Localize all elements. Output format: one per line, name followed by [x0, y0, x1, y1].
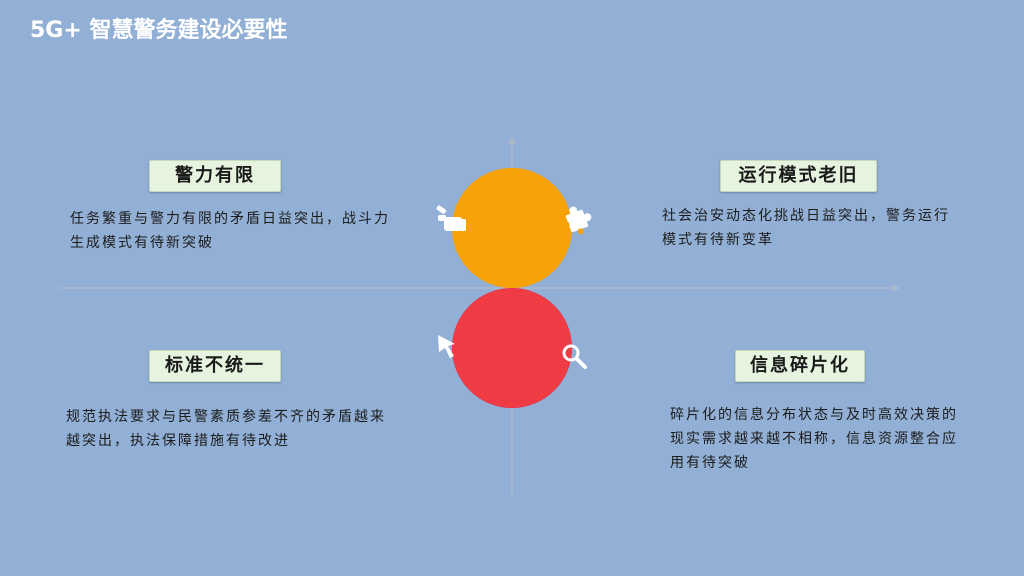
cursor-arrow-icon [438, 335, 455, 358]
desc-inconsistent-standards: 规范执法要求与民警素质参差不齐的矛盾越来越突出，执法保障措施有待改进 [66, 409, 386, 449]
desc-info-fragmentation: 碎片化的信息分布状态与及时高效决策的现实需求越来越不相称，信息资源整合应用有待突… [670, 407, 958, 471]
horizontal-axis-arrow [892, 284, 900, 292]
petal-bottom-right [452, 288, 572, 408]
desc-outdated-operation: 社会治安动态化挑战日益突出，警务运行模式有待新变革 [662, 208, 950, 248]
page-title: 5G+ 智慧警务建设必要性 [30, 18, 288, 43]
label-info-fragmentation: 信息碎片化 [735, 350, 865, 382]
petal-top-right [452, 168, 572, 288]
label-outdated-operation: 运行模式老旧 [720, 160, 877, 192]
desc-limited-police: 任务繁重与警力有限的矛盾日益突出，战斗力生成模式有待新突破 [70, 211, 390, 251]
magnifier-icon [562, 344, 587, 369]
label-inconsistent-standards: 标准不统一 [149, 350, 281, 382]
puzzle-piece-icon [563, 206, 592, 235]
vertical-axis-arrow [508, 136, 516, 144]
pointing-hand-icon [436, 205, 466, 231]
label-limited-police: 警力有限 [149, 160, 281, 192]
